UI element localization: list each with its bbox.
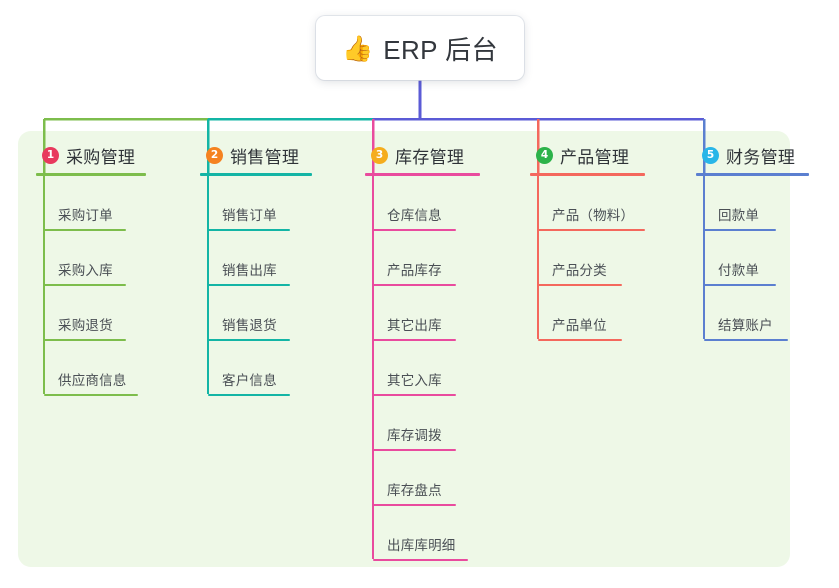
column-header-5[interactable]: 5 财务管理 [696, 141, 826, 169]
leaf-item[interactable]: 回款单 [696, 176, 826, 231]
leaf-item-rule [373, 394, 456, 396]
column-title-4: 产品管理 [560, 147, 630, 167]
leaf-item[interactable]: 采购退货 [36, 286, 186, 341]
leaf-item-label: 库存盘点 [387, 483, 442, 498]
leaf-item-rule [44, 339, 126, 341]
leaf-item-rule [208, 339, 290, 341]
leaf-item[interactable]: 采购订单 [36, 176, 186, 231]
column-badge-2: 2 [206, 146, 223, 164]
leaf-item[interactable]: 库存盘点 [365, 451, 525, 506]
leaf-item[interactable]: 出库库明细 [365, 506, 525, 561]
root-node-label: ERP 后台 [383, 34, 498, 65]
column-4: 4 产品管理产品（物料） 产品分类产品单位 [530, 141, 695, 341]
leaf-item-label: 销售出库 [222, 263, 277, 278]
column-header-rule-3 [365, 173, 480, 176]
leaf-item-rule [373, 284, 456, 286]
leaf-item[interactable]: 产品单位 [530, 286, 695, 341]
column-header-2[interactable]: 2 销售管理 [200, 141, 350, 169]
column-header-rule-5 [696, 173, 809, 176]
leaf-item-rule [208, 284, 290, 286]
leaf-item[interactable]: 产品（物料） [530, 176, 695, 231]
leaf-item-rule [538, 339, 622, 341]
leaf-item-rule [538, 284, 622, 286]
leaf-item-label: 产品（物料） [552, 208, 635, 223]
diagram-panel [18, 131, 790, 567]
column-header-rule-2 [200, 173, 312, 176]
leaf-item-rule [208, 229, 290, 231]
leaf-item[interactable]: 产品库存 [365, 231, 525, 286]
leaf-item-rule [208, 394, 290, 396]
leaf-item[interactable]: 采购入库 [36, 231, 186, 286]
column-header-4[interactable]: 4 产品管理 [530, 141, 695, 169]
column-header-rule-4 [530, 173, 645, 176]
leaf-item-label: 销售订单 [222, 208, 277, 223]
column-1: 1 采购管理采购订单采购入库采购退货供应商信息 [36, 141, 186, 396]
leaf-item[interactable]: 结算账户 [696, 286, 826, 341]
column-title-2: 销售管理 [230, 147, 300, 167]
leaf-item-rule [44, 394, 138, 396]
column-header-1[interactable]: 1 采购管理 [36, 141, 186, 169]
column-title-5: 财务管理 [726, 147, 796, 167]
leaf-item[interactable]: 销售退货 [200, 286, 350, 341]
column-5: 5 财务管理回款单付款单结算账户 [696, 141, 826, 341]
leaf-item[interactable]: 其它入库 [365, 341, 525, 396]
leaf-item-label: 采购入库 [58, 263, 113, 278]
leaf-item[interactable]: 销售订单 [200, 176, 350, 231]
leaf-item-rule [704, 339, 788, 341]
leaf-item-label: 其它入库 [387, 373, 442, 388]
root-node-content: 👍 ERP 后台 [342, 30, 498, 67]
leaf-item-rule [538, 229, 645, 231]
leaf-item-label: 产品库存 [387, 263, 442, 278]
leaf-item-label: 销售退货 [222, 318, 277, 333]
column-badge-3: 3 [371, 146, 388, 164]
leaf-item-rule [44, 229, 126, 231]
leaf-item-rule [44, 284, 126, 286]
column-3: 3 库存管理仓库信息产品库存其它出库其它入库库存调拨库存盘点出库库明细 [365, 141, 525, 561]
leaf-item[interactable]: 销售出库 [200, 231, 350, 286]
leaf-item-rule [373, 559, 468, 561]
leaf-item-label: 采购退货 [58, 318, 113, 333]
leaf-item-rule [373, 504, 456, 506]
leaf-item-label: 供应商信息 [58, 373, 127, 388]
leaf-item-label: 回款单 [718, 208, 760, 223]
leaf-item-rule [704, 229, 776, 231]
column-header-rule-1 [36, 173, 146, 176]
leaf-item-label: 采购订单 [58, 208, 113, 223]
leaf-item-label: 出库库明细 [387, 538, 456, 553]
column-badge-4: 4 [536, 146, 553, 164]
leaf-item-label: 库存调拨 [387, 428, 442, 443]
leaf-item[interactable]: 付款单 [696, 231, 826, 286]
column-header-3[interactable]: 3 库存管理 [365, 141, 525, 169]
leaf-item-rule [704, 284, 776, 286]
leaf-item-rule [373, 339, 456, 341]
column-title-1: 采购管理 [66, 147, 136, 167]
leaf-item[interactable]: 其它出库 [365, 286, 525, 341]
leaf-item-label: 仓库信息 [387, 208, 442, 223]
leaf-item[interactable]: 仓库信息 [365, 176, 525, 231]
column-2: 2 销售管理销售订单销售出库销售退货客户信息 [200, 141, 350, 396]
leaf-item[interactable]: 产品分类 [530, 231, 695, 286]
leaf-item-rule [373, 449, 456, 451]
leaf-item-label: 产品分类 [552, 263, 607, 278]
leaf-item-label: 其它出库 [387, 318, 442, 333]
column-title-3: 库存管理 [395, 147, 465, 167]
leaf-item-label: 产品单位 [552, 318, 607, 333]
column-badge-5: 5 [702, 146, 719, 164]
leaf-item-label: 付款单 [718, 263, 760, 278]
leaf-item[interactable]: 供应商信息 [36, 341, 186, 396]
column-badge-1: 1 [42, 146, 59, 164]
root-node-erp-backend[interactable]: 👍 ERP 后台 [316, 16, 524, 80]
leaf-item-label: 结算账户 [718, 318, 773, 333]
leaf-item-label: 客户信息 [222, 373, 277, 388]
leaf-item[interactable]: 客户信息 [200, 341, 350, 396]
leaf-item-rule [373, 229, 456, 231]
thumbs-up-icon: 👍 [342, 33, 374, 63]
leaf-item[interactable]: 库存调拨 [365, 396, 525, 451]
